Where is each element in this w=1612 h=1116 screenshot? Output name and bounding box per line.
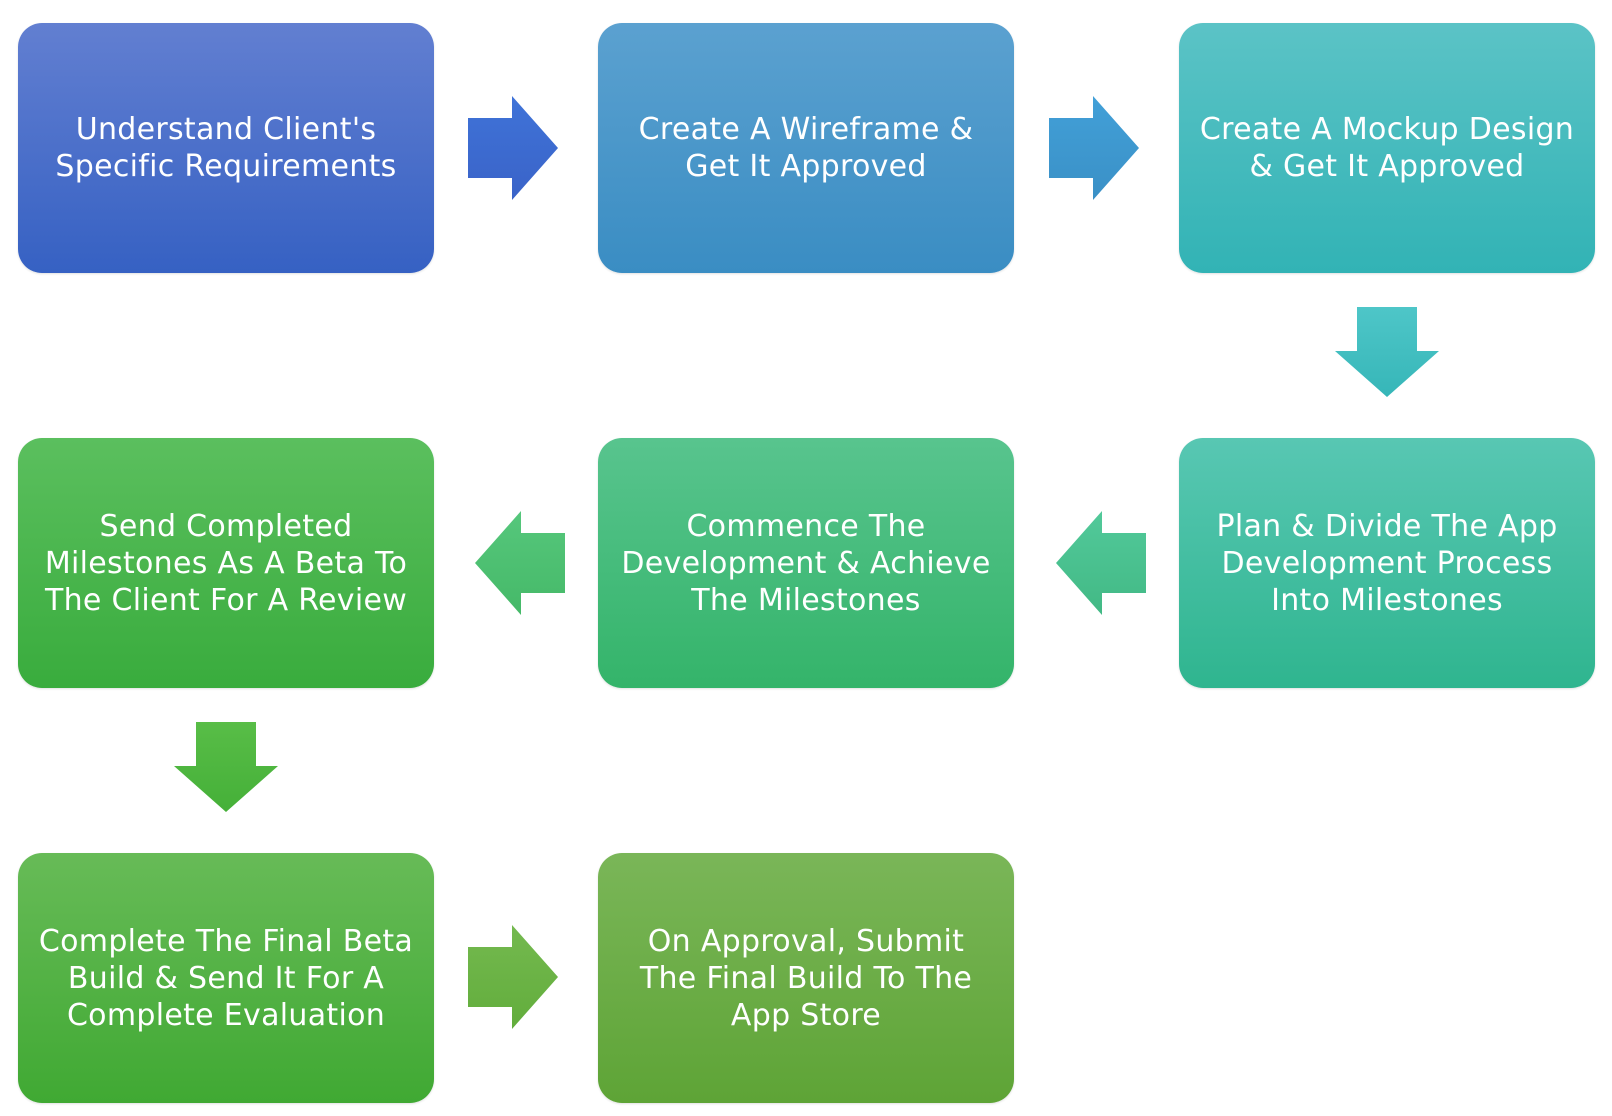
arrow-left-icon — [475, 511, 565, 615]
arrow-down-icon — [174, 722, 278, 812]
arrow-left-icon — [1056, 511, 1146, 615]
step-understand-requirements: Understand Client's Specific Requirement… — [18, 23, 434, 273]
step-submit-app-store: On Approval, Submit The Final Build To T… — [598, 853, 1014, 1103]
step-label: Complete The Final Beta Build & Send It … — [38, 923, 414, 1033]
step-label: Understand Client's Specific Requirement… — [55, 112, 397, 184]
step-commence-development: Commence The Development & Achieve The M… — [598, 438, 1014, 688]
step-label: Create A Wireframe & Get It Approved — [638, 112, 974, 184]
arrow-right-icon — [468, 925, 558, 1029]
step-plan-milestones: Plan & Divide The App Development Proces… — [1179, 438, 1595, 688]
step-label: Create A Mockup Design & Get It Approved — [1199, 112, 1575, 184]
step-final-beta-build: Complete The Final Beta Build & Send It … — [18, 853, 434, 1103]
step-create-wireframe: Create A Wireframe & Get It Approved — [598, 23, 1014, 273]
step-label: Plan & Divide The App Development Proces… — [1216, 508, 1558, 618]
step-label: Commence The Development & Achieve The M… — [621, 508, 991, 618]
arrow-right-icon — [468, 96, 558, 200]
arrow-down-icon — [1335, 307, 1439, 397]
step-label: On Approval, Submit The Final Build To T… — [639, 923, 973, 1033]
step-create-mockup: Create A Mockup Design & Get It Approved — [1179, 23, 1595, 273]
arrow-right-icon — [1049, 96, 1139, 200]
step-send-beta: Send Completed Milestones As A Beta To T… — [18, 438, 434, 688]
step-label: Send Completed Milestones As A Beta To T… — [44, 508, 408, 618]
